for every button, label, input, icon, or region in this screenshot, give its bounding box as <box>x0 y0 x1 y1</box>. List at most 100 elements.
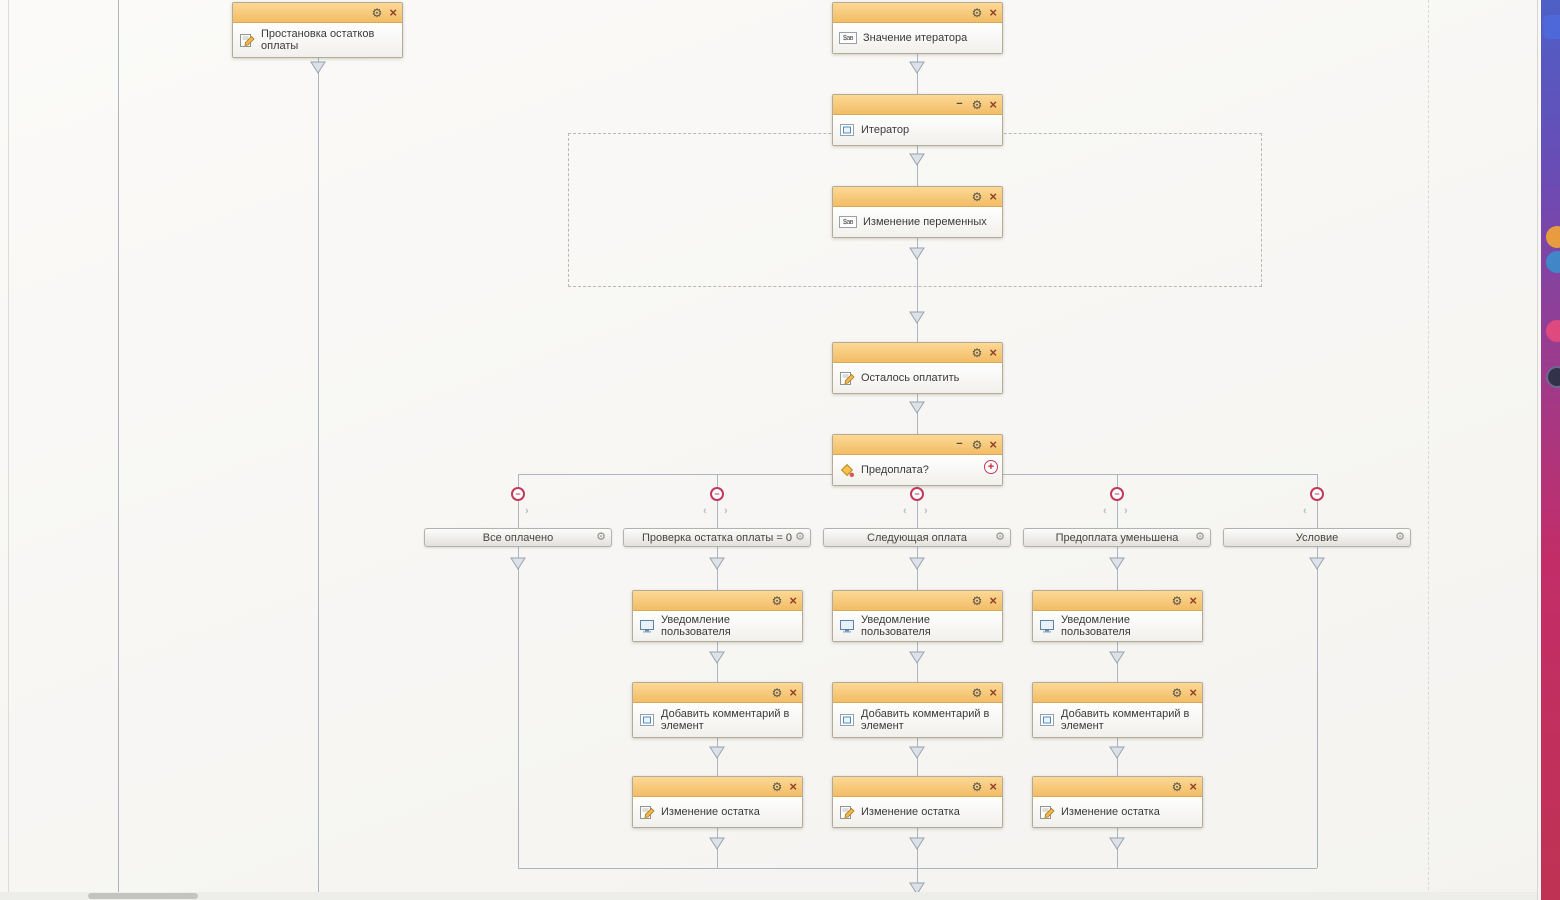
dock-app-icon-2[interactable] <box>1546 226 1560 248</box>
branch-move-right-icon[interactable]: › <box>1124 505 1128 517</box>
branch-bar-1[interactable]: Все оплачено ⚙ <box>424 528 612 547</box>
delete-x-icon[interactable]: × <box>989 685 997 700</box>
branch-settings-icon[interactable]: ⚙ <box>995 531 1005 543</box>
edit-document-icon <box>239 32 255 48</box>
minimize-button[interactable]: − <box>956 438 963 450</box>
delete-x-icon[interactable]: × <box>789 685 797 700</box>
dock-app-icon-5[interactable] <box>1546 366 1560 388</box>
activity-block-change-balance-2[interactable]: ⚙ × Изменение остатка <box>832 776 1003 828</box>
activity-block-change-vars[interactable]: ⚙ × $ав Изменение переменных <box>832 186 1003 238</box>
delete-x-icon[interactable]: × <box>989 189 997 204</box>
branch-bar-4[interactable]: Предоплата уменьшена ⚙ <box>1023 528 1211 547</box>
flow-arrow-down-icon <box>909 746 925 759</box>
branch-move-left-icon[interactable]: ‹ <box>903 505 907 517</box>
delete-x-icon[interactable]: × <box>389 5 397 20</box>
delete-x-icon[interactable]: × <box>989 97 997 112</box>
settings-gear-icon[interactable]: ⚙ <box>771 685 783 700</box>
activity-block-iterator-value[interactable]: ⚙ × $ав Значение итератора <box>832 2 1003 54</box>
notification-icon <box>639 618 655 634</box>
collapse-branch-button[interactable]: − <box>1310 487 1324 501</box>
flow-arrow-down-icon <box>709 837 725 850</box>
settings-gear-icon[interactable]: ⚙ <box>771 779 783 794</box>
delete-x-icon[interactable]: × <box>989 779 997 794</box>
activity-block-iterator[interactable]: − ⚙ × Итератор <box>832 94 1003 146</box>
flow-arrow-down-icon <box>1109 557 1125 570</box>
branch-move-right-icon[interactable]: › <box>724 505 728 517</box>
collapse-branch-button[interactable]: − <box>511 487 525 501</box>
block-title: Уведомление пользователя <box>861 614 931 638</box>
branch-label: Предоплата уменьшена <box>1055 531 1179 544</box>
component-icon <box>839 712 855 728</box>
flow-arrow-down-icon <box>1109 746 1125 759</box>
activity-block-notify-user-3[interactable]: ⚙ × Уведомление пользователя <box>1032 590 1203 642</box>
activity-block-change-balance-3[interactable]: ⚙ × Изменение остатка <box>1032 776 1203 828</box>
delete-x-icon[interactable]: × <box>1189 685 1197 700</box>
flow-arrow-down-icon <box>909 837 925 850</box>
block-header: ⚙ × <box>633 683 802 703</box>
settings-gear-icon[interactable]: ⚙ <box>971 345 983 360</box>
branch-bar-3[interactable]: Следующая оплата ⚙ <box>823 528 1011 547</box>
settings-gear-icon[interactable]: ⚙ <box>371 5 383 20</box>
activity-block-left-to-pay[interactable]: ⚙ × Осталось оплатить <box>832 342 1003 394</box>
delete-x-icon[interactable]: × <box>989 5 997 20</box>
settings-gear-icon[interactable]: ⚙ <box>971 685 983 700</box>
settings-gear-icon[interactable]: ⚙ <box>1171 593 1183 608</box>
branch-bar-2[interactable]: Проверка остатка оплаты = 0 ⚙ <box>623 528 811 547</box>
block-title: Осталось оплатить <box>861 372 960 384</box>
connector-line <box>1117 501 1118 528</box>
branch-move-left-icon[interactable]: ‹ <box>1103 505 1107 517</box>
settings-gear-icon[interactable]: ⚙ <box>971 97 983 112</box>
minimize-button[interactable]: − <box>956 98 963 110</box>
branch-move-left-icon[interactable]: ‹ <box>703 505 707 517</box>
settings-gear-icon[interactable]: ⚙ <box>971 779 983 794</box>
notification-icon <box>839 618 855 634</box>
settings-gear-icon[interactable]: ⚙ <box>971 437 983 452</box>
horizontal-scrollbar-thumb[interactable] <box>88 893 198 899</box>
settings-gear-icon[interactable]: ⚙ <box>1171 779 1183 794</box>
collapse-branch-button[interactable]: − <box>1110 487 1124 501</box>
block-header: ⚙ × <box>833 591 1002 611</box>
delete-x-icon[interactable]: × <box>989 593 997 608</box>
side-panel-edge <box>1541 0 1560 900</box>
branch-settings-icon[interactable]: ⚙ <box>795 531 805 543</box>
block-header: − ⚙ × <box>833 95 1002 115</box>
add-branch-button[interactable]: + <box>984 460 998 474</box>
block-header: − ⚙ × <box>833 435 1002 455</box>
collapse-branch-button[interactable]: − <box>910 487 924 501</box>
delete-x-icon[interactable]: × <box>789 779 797 794</box>
connector-line <box>518 547 519 868</box>
collapse-branch-button[interactable]: − <box>710 487 724 501</box>
branch-bar-5[interactable]: Условие ⚙ <box>1223 528 1411 547</box>
activity-block-prepayment-condition[interactable]: − ⚙ × Предоплата? <box>832 434 1003 486</box>
activity-block-prostanovka[interactable]: ⚙ × Простановка остатков оплаты <box>232 2 403 58</box>
branch-move-right-icon[interactable]: › <box>924 505 928 517</box>
delete-x-icon[interactable]: × <box>1189 593 1197 608</box>
activity-block-notify-user-1[interactable]: ⚙ × Уведомление пользователя <box>632 590 803 642</box>
delete-x-icon[interactable]: × <box>989 345 997 360</box>
flow-arrow-down-icon <box>909 557 925 570</box>
activity-block-add-comment-2[interactable]: ⚙ × Добавить комментарий в элемент <box>832 682 1003 738</box>
branch-move-right-icon[interactable]: › <box>525 505 529 517</box>
settings-gear-icon[interactable]: ⚙ <box>971 189 983 204</box>
block-header: ⚙ × <box>833 343 1002 363</box>
branch-settings-icon[interactable]: ⚙ <box>596 531 606 543</box>
dock-app-icon-3[interactable] <box>1546 251 1560 273</box>
delete-x-icon[interactable]: × <box>789 593 797 608</box>
dock-app-icon-1[interactable] <box>1543 15 1560 39</box>
branch-settings-icon[interactable]: ⚙ <box>1395 531 1405 543</box>
delete-x-icon[interactable]: × <box>989 437 997 452</box>
settings-gear-icon[interactable]: ⚙ <box>971 5 983 20</box>
branch-move-left-icon[interactable]: ‹ <box>1303 505 1307 517</box>
horizontal-scrollbar-track[interactable] <box>0 892 1537 900</box>
activity-block-add-comment-1[interactable]: ⚙ × Добавить комментарий в элемент <box>632 682 803 738</box>
settings-gear-icon[interactable]: ⚙ <box>1171 685 1183 700</box>
activity-block-change-balance-1[interactable]: ⚙ × Изменение остатка <box>632 776 803 828</box>
branch-settings-icon[interactable]: ⚙ <box>1195 531 1205 543</box>
activity-block-notify-user-2[interactable]: ⚙ × Уведомление пользователя <box>832 590 1003 642</box>
settings-gear-icon[interactable]: ⚙ <box>971 593 983 608</box>
flow-arrow-down-icon <box>310 61 326 74</box>
activity-block-add-comment-3[interactable]: ⚙ × Добавить комментарий в элемент <box>1032 682 1203 738</box>
delete-x-icon[interactable]: × <box>1189 779 1197 794</box>
dock-app-icon-4[interactable] <box>1546 320 1560 342</box>
settings-gear-icon[interactable]: ⚙ <box>771 593 783 608</box>
